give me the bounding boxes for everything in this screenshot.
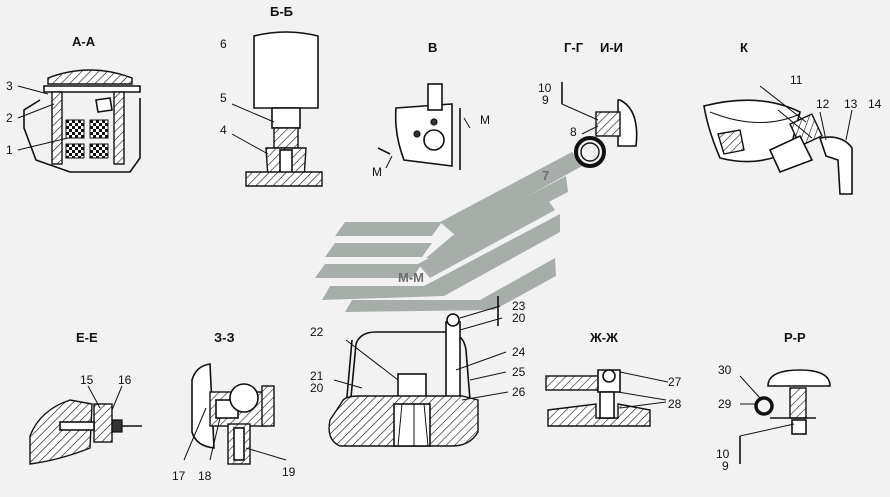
callout-28: 28: [668, 397, 682, 411]
callout-17: 17: [172, 469, 186, 483]
section-title-zhzh: Ж-Ж: [589, 330, 618, 345]
callout-18: 18: [198, 469, 212, 483]
callout-14: 14: [868, 97, 882, 111]
callout-10-rr: 10: [716, 447, 730, 461]
callout-24: 24: [512, 345, 526, 359]
callout-8: 8: [570, 125, 577, 139]
section-bb-drawing: Б-Б: [231, 4, 323, 187]
callout-7: 7: [542, 168, 549, 183]
callout-5: 5: [220, 91, 227, 105]
callout-20-mm-left: 20: [310, 381, 324, 395]
callout-20-mm-right: 20: [512, 311, 526, 325]
callout-9-gg: 9: [542, 93, 549, 107]
callout-21: 21: [310, 369, 324, 383]
callout-10-gg: 10: [538, 81, 552, 95]
section-zz-drawing: З-З: [183, 330, 287, 465]
callout-25: 25: [512, 365, 526, 379]
section-zhzh-drawing: Ж-Ж: [545, 330, 669, 427]
callout-27: 27: [668, 375, 682, 389]
section-title-bb: Б-Б: [270, 4, 293, 19]
section-title-ee: Е-Е: [76, 330, 98, 345]
section-title-aa: А-А: [72, 34, 96, 49]
callout-3: 3: [6, 79, 13, 93]
watermark-logo: [315, 152, 582, 312]
callout-13: 13: [844, 97, 858, 111]
section-gg-ii-drawing: Г-Г И-И: [561, 40, 638, 168]
section-title-v: В: [428, 40, 437, 55]
callout-15: 15: [80, 373, 94, 387]
callout-16: 16: [118, 373, 132, 387]
section-rr-drawing: Р-Р: [739, 330, 831, 464]
section-title-ii: И-И: [600, 40, 623, 55]
section-title-gg: Г-Г: [564, 40, 584, 55]
section-aa-drawing: А-А: [17, 34, 141, 173]
section-mm-drawing: [328, 296, 509, 447]
view-k-drawing: К: [703, 40, 853, 195]
section-title-mm: М-М: [398, 270, 424, 285]
view-mark-m-left: М: [372, 165, 382, 179]
callout-9-rr: 9: [722, 459, 729, 473]
callout-23: 23: [512, 299, 526, 313]
callout-22: 22: [310, 325, 324, 339]
callout-30: 30: [718, 363, 732, 377]
view-v-drawing: В: [377, 40, 471, 170]
callout-26: 26: [512, 385, 526, 399]
section-title-rr: Р-Р: [784, 330, 806, 345]
callout-6: 6: [220, 37, 227, 51]
callout-2: 2: [6, 111, 13, 125]
callout-11: 11: [790, 73, 803, 87]
callout-1: 1: [6, 143, 13, 157]
callout-12: 12: [816, 97, 830, 111]
callout-29: 29: [718, 397, 732, 411]
section-title-zz: З-З: [214, 330, 235, 345]
callout-19: 19: [282, 465, 296, 479]
view-mark-m-right: М: [480, 113, 490, 127]
section-title-k: К: [740, 40, 748, 55]
callout-4: 4: [220, 123, 227, 137]
section-ee-drawing: Е-Е: [29, 330, 142, 465]
